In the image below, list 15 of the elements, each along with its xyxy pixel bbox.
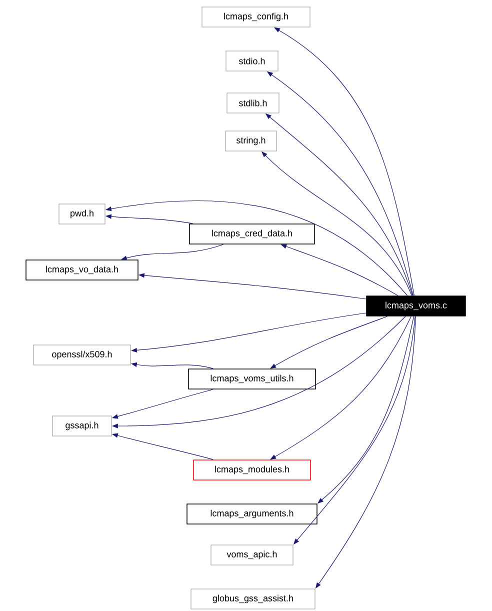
file-box: lcmaps_arguments.h [186, 504, 318, 524]
file-box: stdio.h [226, 50, 278, 72]
file-box: voms_apic.h [210, 544, 294, 566]
file-box: lcmaps_vo_data.h [26, 260, 138, 280]
file-box: globus_gss_assist.h [190, 588, 316, 610]
file-box: stdlib.h [226, 92, 280, 114]
file-box: openssl/x509.h [33, 344, 131, 366]
file-box: lcmaps_config.h [202, 6, 310, 28]
file-box: string.h [225, 130, 277, 152]
file-box: gssapi.h [52, 416, 112, 436]
file-box: lcmaps_voms_utils.h [188, 368, 316, 390]
file-box: lcmaps_cred_data.h [189, 224, 315, 244]
source-file-box: lcmaps_voms.c [366, 296, 466, 316]
file-box: pwd.h [58, 204, 106, 224]
file-box: lcmaps_modules.h [193, 460, 311, 480]
